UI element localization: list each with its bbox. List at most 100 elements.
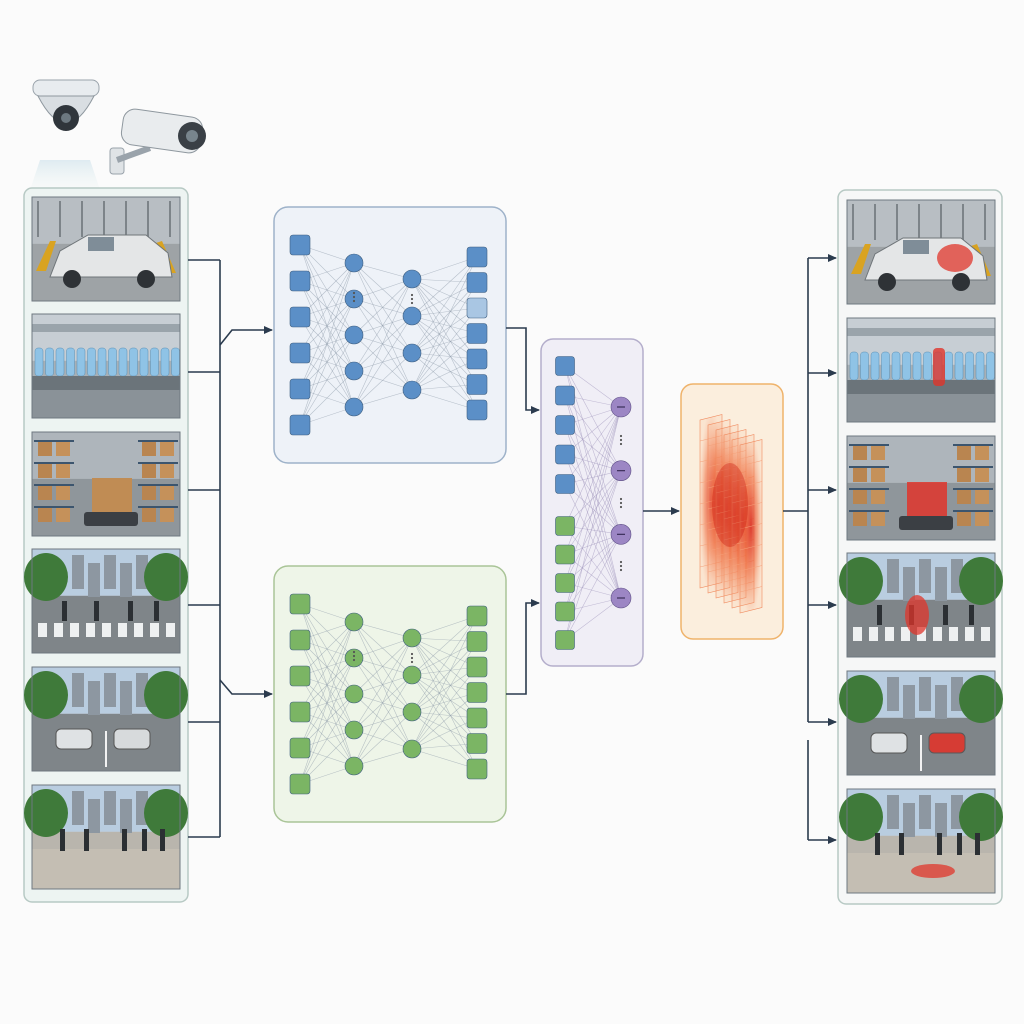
hidden-node <box>344 361 364 381</box>
input-node <box>289 270 311 292</box>
box <box>853 490 867 504</box>
tree <box>24 671 68 719</box>
ellipsis-dot <box>410 301 414 305</box>
crosswalk-stripe <box>981 627 990 641</box>
crosswalk-stripe <box>933 627 942 641</box>
network-edge <box>353 637 413 695</box>
network-edge <box>411 333 478 391</box>
bullet-camera-mount <box>109 147 125 175</box>
bottle <box>891 351 901 381</box>
network-edge <box>564 406 622 527</box>
building <box>88 799 100 833</box>
arrow-to-encoder-a <box>219 326 273 346</box>
tree <box>839 557 883 605</box>
input-node <box>289 306 311 328</box>
box <box>38 508 52 522</box>
output-warehouse <box>846 435 996 541</box>
frame-plaza <box>24 784 188 890</box>
bottle <box>975 351 985 381</box>
bottle <box>160 347 170 377</box>
output-road-traffic <box>839 670 1003 776</box>
network-edge <box>411 674 478 719</box>
car-wheel <box>952 273 970 291</box>
output-node <box>466 297 488 319</box>
output-node <box>466 605 488 627</box>
car-window <box>88 237 114 251</box>
pedestrian <box>160 829 165 851</box>
network-edge <box>299 621 355 713</box>
crosswalk-stripe <box>70 623 79 637</box>
hidden-node <box>402 269 422 289</box>
pedestrian <box>937 833 942 855</box>
network-edge <box>411 315 478 334</box>
ellipsis-dot <box>410 297 414 301</box>
network-edge <box>353 657 413 750</box>
crosswalk-stripe <box>102 623 111 637</box>
fusion-network <box>555 356 632 650</box>
bottle <box>923 351 932 381</box>
network-edge <box>564 406 622 641</box>
hidden-node <box>344 756 364 776</box>
network-edge <box>411 666 478 713</box>
robot-arm <box>36 241 56 271</box>
network-edge <box>353 278 413 336</box>
box <box>957 468 971 482</box>
frame-border <box>846 788 996 894</box>
hidden-node <box>344 325 364 345</box>
crosswalk-stripe <box>917 627 926 641</box>
pedestrian <box>154 601 159 621</box>
building <box>919 677 931 711</box>
output-node <box>466 323 488 344</box>
fusion-input-node <box>555 601 575 622</box>
building <box>104 555 116 589</box>
frame-border <box>31 548 181 654</box>
box <box>160 464 174 478</box>
output-node <box>466 733 488 754</box>
building <box>903 685 915 719</box>
anomaly-highlight <box>907 482 947 516</box>
fusion-input-node <box>555 573 575 593</box>
network-edge <box>411 666 478 676</box>
frame-border <box>846 199 996 305</box>
building <box>887 795 899 829</box>
ellipsis-dot <box>352 291 356 295</box>
network-edge <box>411 352 478 360</box>
network-edge <box>411 282 478 354</box>
bottle <box>76 347 86 377</box>
input-node <box>289 737 311 759</box>
network-edge <box>353 621 413 639</box>
frame-border <box>31 666 181 772</box>
pedestrian <box>62 601 67 621</box>
box <box>871 468 885 482</box>
hidden-node <box>402 628 422 648</box>
building <box>919 559 931 593</box>
output-node <box>466 682 488 703</box>
frame-border <box>31 784 181 890</box>
ellipsis-dot <box>619 442 623 446</box>
pedestrian <box>128 601 133 621</box>
network-edge <box>353 621 413 750</box>
pedestrian <box>84 829 89 851</box>
box <box>56 464 70 478</box>
network-edge <box>353 637 413 731</box>
box <box>160 508 174 522</box>
building <box>935 803 947 837</box>
output-plaza <box>839 788 1003 894</box>
bottle <box>150 347 159 377</box>
pedestrian <box>969 605 974 625</box>
bottle <box>986 351 995 381</box>
heatmap-grid-line <box>740 502 762 509</box>
ellipsis-dot <box>619 497 623 501</box>
network-edge <box>411 637 478 668</box>
fusion-input-node <box>555 356 575 376</box>
heatmap-grid-line <box>740 481 762 488</box>
fusion-input-node <box>555 385 575 406</box>
bottle <box>97 347 107 377</box>
tree <box>144 789 188 837</box>
bottle <box>912 351 922 381</box>
ellipsis-dot <box>619 560 623 564</box>
network-edge <box>353 657 413 676</box>
anomaly-highlight <box>905 595 929 635</box>
bottle <box>45 347 54 377</box>
pedestrian <box>975 833 980 855</box>
